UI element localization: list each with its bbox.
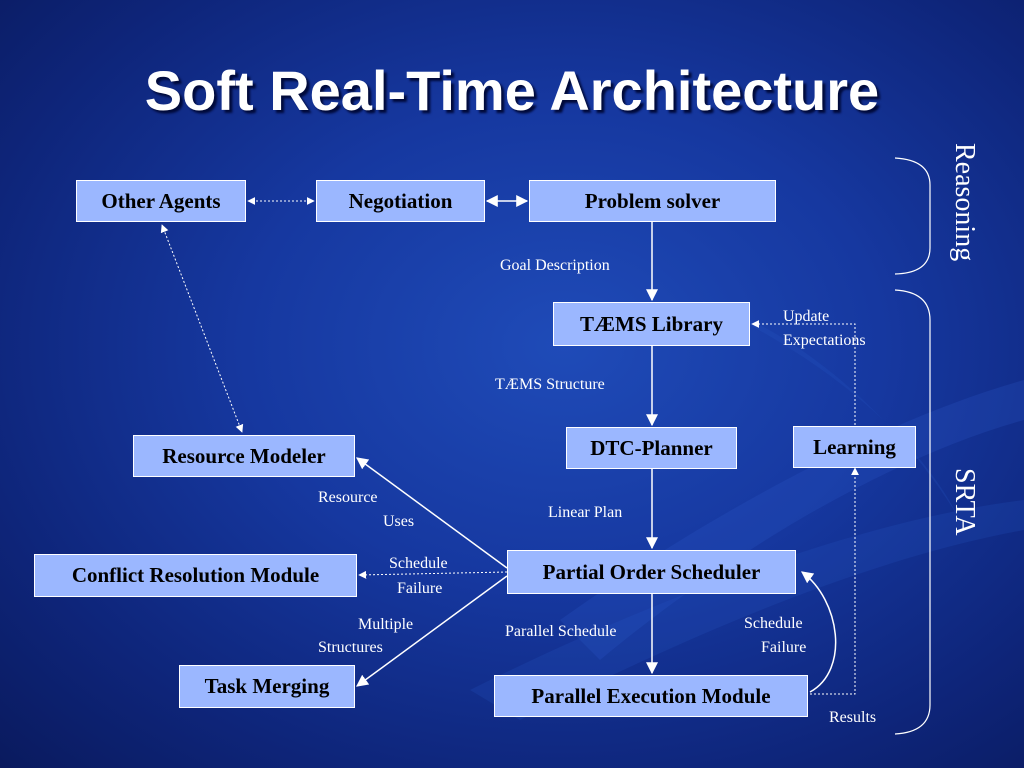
node-negotiation: Negotiation (316, 180, 485, 222)
node-problem-solver: Problem solver (529, 180, 776, 222)
node-taems-library: TÆMS Library (553, 302, 750, 346)
label-multiple: Multiple (358, 616, 414, 633)
edge-pos-resourcemodeler (356, 457, 508, 569)
node-parallel-execution: Parallel Execution Module (494, 675, 808, 717)
edge-pos-conflict (358, 570, 508, 579)
edge-learning-taems (751, 320, 856, 425)
label-linear-plan: Linear Plan (548, 504, 623, 521)
node-dtc-planner: DTC-Planner (566, 427, 737, 469)
group-label-srta: SRTA (949, 468, 980, 536)
label-update: Update (783, 308, 830, 325)
label-failure-right: Failure (761, 639, 807, 656)
label-goal-description: Goal Description (500, 257, 610, 274)
label-parallel-schedule: Parallel Schedule (505, 623, 617, 640)
label-structures: Structures (318, 639, 383, 656)
edge-otheragents-resourcemodeler (160, 224, 244, 433)
label-resource: Resource (318, 489, 378, 506)
edge-pem-learning (810, 467, 859, 695)
label-schedule-left: Schedule (389, 555, 448, 572)
node-partial-order-scheduler: Partial Order Scheduler (507, 550, 796, 594)
edge-pos-taskmerging (356, 575, 508, 687)
node-learning: Learning (793, 426, 916, 468)
node-other-agents: Other Agents (76, 180, 246, 222)
label-failure-left: Failure (397, 580, 443, 597)
label-uses: Uses (383, 513, 415, 530)
label-results: Results (829, 709, 877, 726)
label-taems-structure: TÆMS Structure (495, 376, 605, 393)
page-title: Soft Real-Time Architecture (144, 59, 880, 122)
edge-pem-pos-failure (801, 571, 837, 693)
label-schedule-right: Schedule (744, 615, 803, 632)
node-resource-modeler: Resource Modeler (133, 435, 355, 477)
reasoning-bracket (894, 157, 931, 275)
node-task-merging: Task Merging (179, 665, 355, 708)
srta-bracket (894, 289, 931, 735)
node-conflict-resolution: Conflict Resolution Module (34, 554, 357, 597)
group-label-reasoning: Reasoning (949, 143, 980, 262)
label-expectations: Expectations (783, 332, 866, 349)
